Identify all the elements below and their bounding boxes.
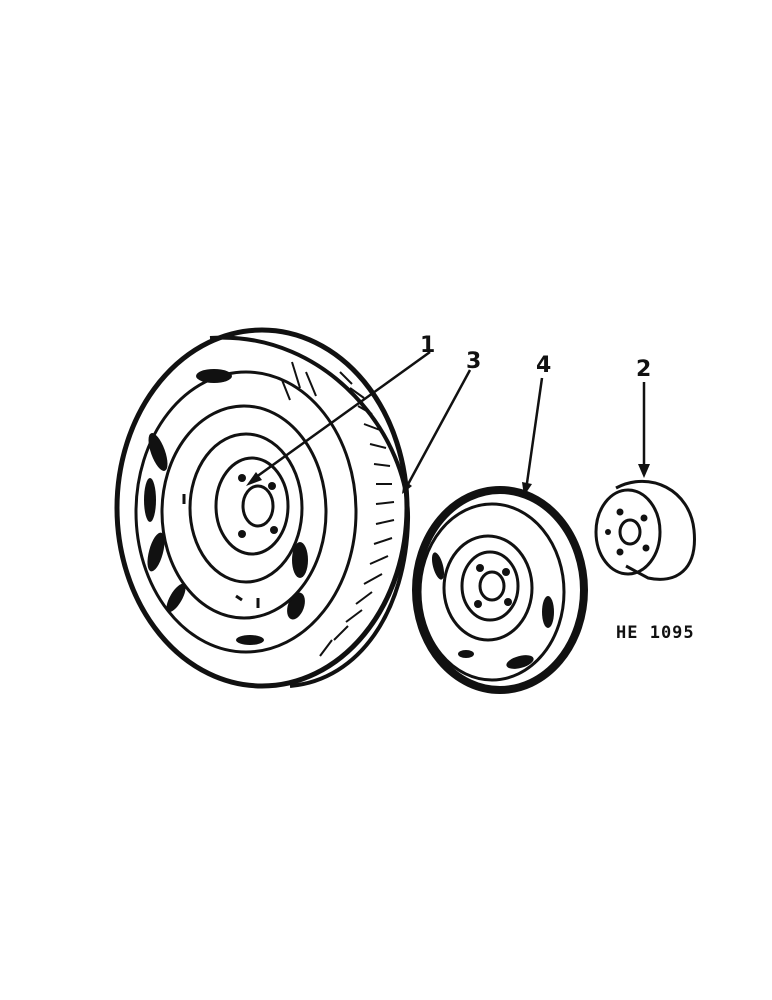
hub-lug-holes bbox=[605, 508, 650, 556]
rim4-lug-holes bbox=[474, 564, 512, 608]
hub-center-bore bbox=[618, 518, 642, 546]
rim4-hub bbox=[460, 550, 520, 622]
rim-slots bbox=[182, 494, 260, 608]
tire-wheel-assembly bbox=[114, 327, 411, 689]
rim-center-bore bbox=[241, 484, 275, 528]
tire-sidewall bbox=[134, 370, 358, 654]
rim-outer-ring bbox=[160, 404, 328, 620]
hub-face bbox=[594, 488, 662, 576]
leader-arrowheads bbox=[246, 464, 650, 496]
callout-2: 2 bbox=[636, 357, 651, 382]
rim-lug-holes bbox=[238, 474, 278, 538]
arrowhead-3 bbox=[402, 480, 412, 494]
callout-4: 4 bbox=[536, 353, 551, 378]
hub-body bbox=[615, 479, 696, 581]
leader-line-1 bbox=[251, 350, 431, 482]
rim4-center-bore bbox=[478, 570, 506, 602]
rim4-flange bbox=[418, 502, 566, 682]
rim4-outer-edge bbox=[412, 486, 588, 694]
hub-part bbox=[594, 479, 696, 581]
leader-line-4 bbox=[524, 377, 544, 491]
tire-tread-ribs bbox=[281, 361, 395, 657]
arrowhead-1 bbox=[246, 472, 262, 486]
callout-1: 1 bbox=[420, 333, 435, 358]
rim-hub-plate bbox=[214, 456, 290, 556]
figure-reference-code: HE 1095 bbox=[616, 623, 695, 643]
callout-3: 3 bbox=[466, 349, 481, 374]
rim-wheel-part bbox=[412, 486, 588, 694]
tire-outer-edge bbox=[114, 327, 410, 689]
sidewall-lettering-texture bbox=[144, 369, 308, 645]
arrowhead-4 bbox=[522, 482, 532, 496]
tire-tread-band bbox=[209, 335, 411, 688]
rim4-inner-ring bbox=[442, 534, 534, 642]
leader-lines bbox=[251, 350, 646, 491]
arrowhead-2 bbox=[638, 464, 650, 478]
rim-middle-ring bbox=[188, 432, 304, 584]
leader-line-3 bbox=[404, 369, 472, 489]
rim4-texture bbox=[431, 552, 554, 669]
